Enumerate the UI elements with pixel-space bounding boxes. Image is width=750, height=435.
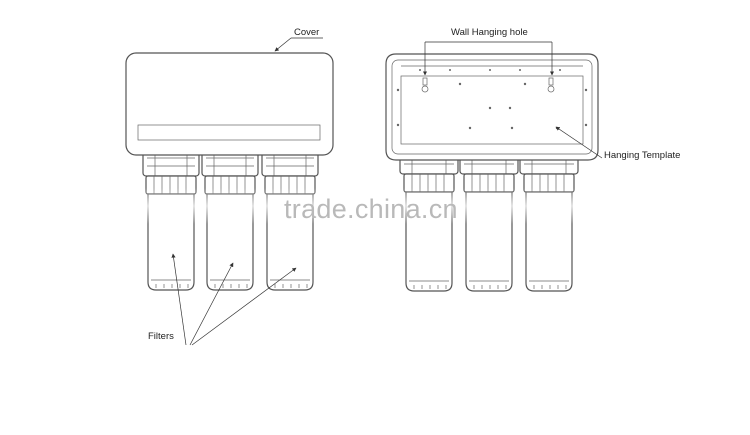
wall-hanging-hole-left [421, 77, 429, 93]
hanging-template-leader [555, 126, 603, 159]
filters-label: Filters [148, 331, 174, 342]
wall-hanging-hole-right [547, 77, 555, 93]
wall-hanging-hole-leader [422, 41, 555, 76]
cover-panel [125, 52, 334, 156]
watermark-text: trade.china.cn [284, 194, 458, 224]
hanging-template-label: Hanging Template [604, 150, 680, 161]
left-unit-with-cover [125, 52, 334, 291]
filters-leader [171, 253, 297, 346]
cover-leader [274, 37, 323, 52]
hanging-frame [385, 53, 599, 161]
right-unit-open [385, 53, 599, 292]
wall-hanging-hole-label: Wall Hanging hole [451, 27, 528, 38]
cover-label: Cover [294, 27, 319, 38]
